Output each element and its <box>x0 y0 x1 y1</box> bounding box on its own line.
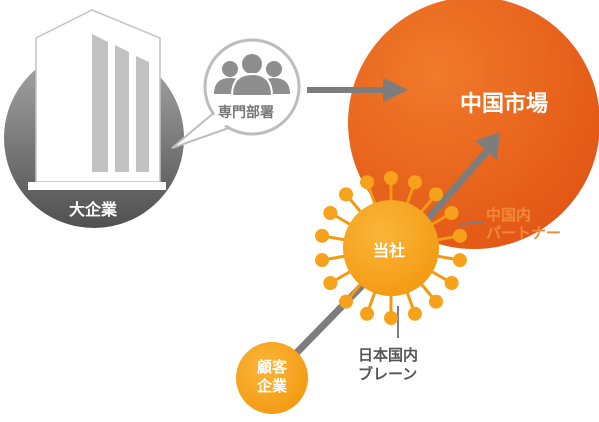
burst-dot <box>339 187 354 202</box>
arrow-company-to-market <box>417 132 500 231</box>
burst-dot <box>323 276 338 290</box>
burst-dot <box>444 206 459 220</box>
burst-dot <box>315 228 330 243</box>
japan-brain-label: 日本国内 ブレーン <box>358 346 418 384</box>
enterprise-label: 大企業 <box>69 200 118 219</box>
china-partner-line2: パートナー <box>486 224 562 242</box>
burst-dot <box>452 253 467 268</box>
burst-dot <box>407 175 422 190</box>
china-partner-line1: 中国内 <box>486 206 532 224</box>
burst-dot <box>323 206 338 220</box>
burst-dot <box>315 253 330 268</box>
client-circle <box>236 342 308 414</box>
china-market-label: 中国市場 <box>460 92 549 117</box>
burst-dot <box>360 175 375 190</box>
partner-connector <box>459 221 485 225</box>
japan-brain-line1: 日本国内 <box>358 346 419 364</box>
client-line2: 企業 <box>256 377 287 395</box>
burst-dot <box>384 311 398 325</box>
burst-dot <box>428 187 443 202</box>
japan-brain-line2: ブレーン <box>358 365 418 383</box>
burst-dot <box>339 294 354 309</box>
our-company-label: 当社 <box>373 241 406 260</box>
department-label: 専門部署 <box>218 105 274 121</box>
client-label: 顧客 企業 <box>254 358 290 396</box>
network-burst <box>315 171 467 325</box>
building-icon <box>28 9 166 190</box>
china-partner-label: 中国内 パートナー <box>486 206 561 242</box>
burst-dot <box>428 294 443 309</box>
people-icon <box>214 54 290 97</box>
client-line1: 顧客 <box>256 358 287 376</box>
burst-dot <box>360 306 375 321</box>
burst-dot <box>444 276 459 290</box>
burst-dot <box>407 306 422 321</box>
our-company-circle <box>343 200 439 296</box>
burst-dot <box>384 171 398 185</box>
burst-dot <box>452 228 467 243</box>
arrow-department-to-market <box>307 78 408 102</box>
